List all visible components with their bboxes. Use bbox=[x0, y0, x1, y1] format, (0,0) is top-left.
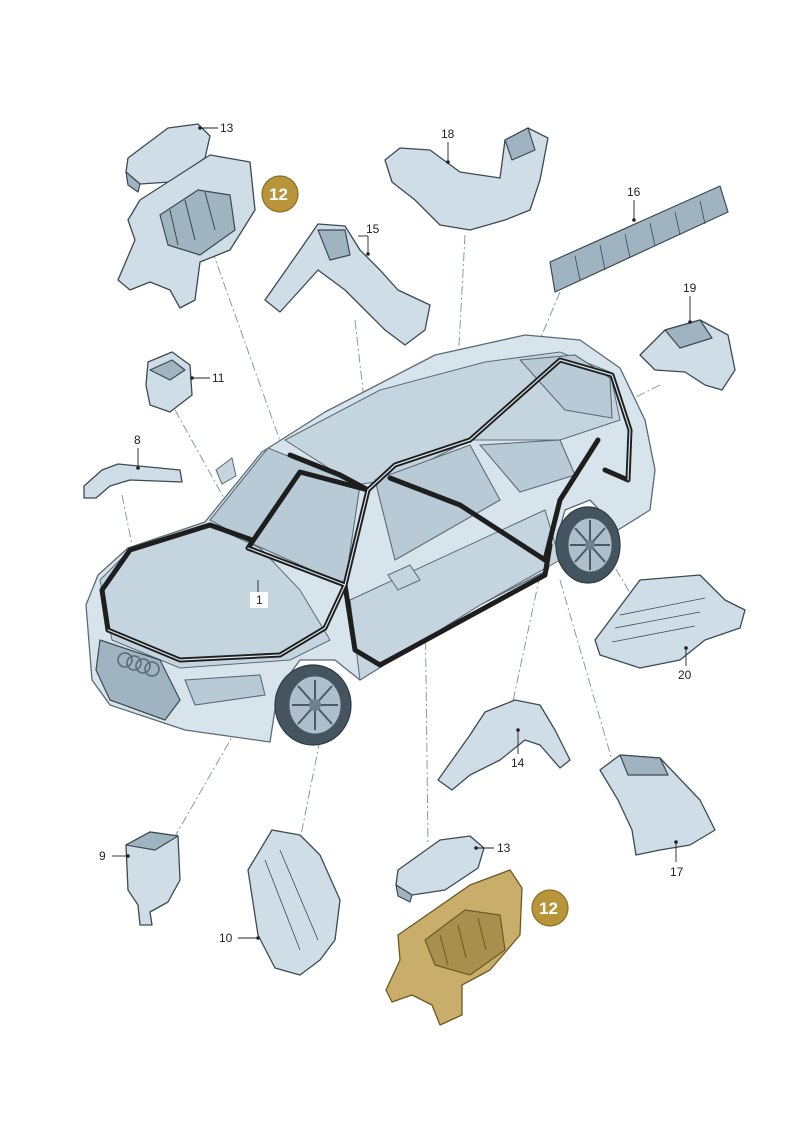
part-11-bracket bbox=[145, 351, 193, 413]
callout-15: 15 bbox=[366, 222, 380, 236]
part-20-fuse-box bbox=[594, 574, 746, 669]
callout-labels: 1 13 12 11 8 15 18 16 19 bbox=[99, 121, 697, 945]
part-17-bracket bbox=[599, 754, 716, 856]
car-front-wheel bbox=[274, 664, 352, 746]
car-grille bbox=[95, 639, 181, 721]
callout-8: 8 bbox=[134, 433, 141, 447]
callout-20: 20 bbox=[678, 668, 692, 682]
part-13-top-cover bbox=[125, 123, 211, 193]
car-logo bbox=[117, 652, 160, 677]
callout-16: 16 bbox=[627, 185, 641, 199]
callout-19: 19 bbox=[683, 281, 697, 295]
part-8-strip bbox=[83, 463, 183, 499]
callout-1: 1 bbox=[256, 593, 263, 607]
callout-9: 9 bbox=[99, 849, 106, 863]
callout-12-bottom-badge: 12 bbox=[531, 889, 569, 927]
part-13-bottom-cover bbox=[395, 835, 485, 903]
part-15-holder bbox=[264, 223, 431, 346]
callout-12-top-badge: 12 bbox=[261, 175, 299, 213]
callout-14: 14 bbox=[511, 756, 525, 770]
part-18-bracket bbox=[384, 127, 549, 231]
callout-10: 10 bbox=[219, 931, 233, 945]
callout-18: 18 bbox=[441, 127, 455, 141]
callout-11: 11 bbox=[212, 371, 225, 385]
part-12-top-fuse-box bbox=[117, 154, 256, 309]
door-seals bbox=[99, 357, 633, 668]
part-14-holder bbox=[437, 699, 571, 791]
car-headlight bbox=[184, 674, 266, 706]
car-rear-wheel bbox=[555, 506, 621, 584]
callout-17: 17 bbox=[670, 865, 684, 879]
callout-12-bottom: 12 bbox=[539, 899, 558, 918]
car-side-panel bbox=[349, 509, 561, 681]
callout-12-top: 12 bbox=[269, 185, 288, 204]
part-12-bottom-fuse-box bbox=[385, 869, 523, 1026]
callout-13-bottom: 13 bbox=[497, 841, 511, 855]
car-side-window-front bbox=[374, 444, 501, 561]
part-10-carrier bbox=[247, 829, 341, 976]
part-16-rail bbox=[549, 185, 729, 293]
car-mirror-left bbox=[215, 457, 237, 485]
part-19-bracket bbox=[639, 319, 736, 391]
car-mirror bbox=[387, 564, 421, 591]
callout-13-top: 13 bbox=[220, 121, 234, 135]
part-9-relay bbox=[125, 831, 181, 926]
car-illustration bbox=[85, 334, 656, 746]
